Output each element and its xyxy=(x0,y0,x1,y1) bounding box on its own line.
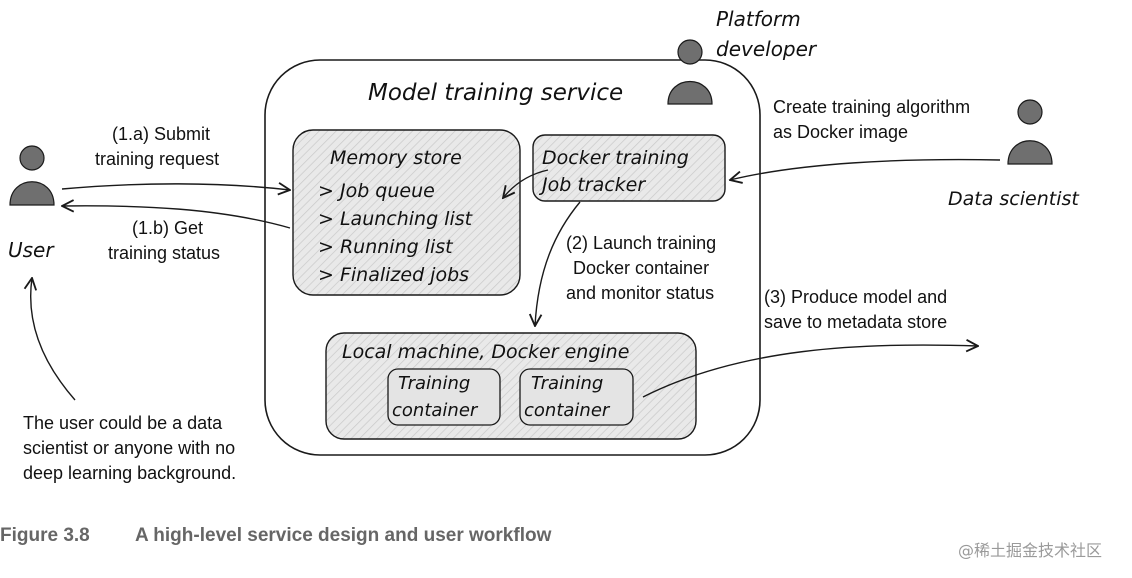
platform-developer-icon xyxy=(667,39,713,105)
note-arrow xyxy=(31,278,76,401)
submit-label-1: (1.a) Submit xyxy=(112,124,210,144)
memory-item-job-queue: > Job queue xyxy=(318,180,435,202)
training-container-1-line-2: container xyxy=(392,400,479,421)
training-container-1 xyxy=(387,368,501,426)
get-status-arrow xyxy=(62,206,291,229)
platform-developer-label: Platform xyxy=(716,7,801,31)
tracker-to-memory-arrow xyxy=(503,169,549,198)
launch-label-2: Docker container xyxy=(573,258,709,278)
user-note-1: The user could be a data xyxy=(23,413,223,433)
user-label: User xyxy=(8,238,55,262)
submit-arrow xyxy=(61,184,290,190)
memory-store-box xyxy=(292,129,521,296)
memory-item-launching-list: > Launching list xyxy=(318,208,474,230)
training-container-2 xyxy=(519,368,634,426)
memory-item-running-list: > Running list xyxy=(318,236,454,258)
data-scientist-icon xyxy=(1007,99,1053,165)
data-scientist-label: Data scientist xyxy=(948,188,1080,210)
watermark: @稀土掘金技术社区 xyxy=(958,541,1102,560)
launch-label-1: (2) Launch training xyxy=(566,233,716,253)
job-tracker-line-1: Docker training xyxy=(542,147,689,169)
get-status-label-2: training status xyxy=(108,243,220,263)
job-tracker-box xyxy=(532,134,726,202)
user-icon xyxy=(9,145,55,206)
figure-caption: A high-level service design and user wor… xyxy=(135,525,552,546)
memory-item-finalized-jobs: > Finalized jobs xyxy=(318,264,469,286)
create-algo-arrow xyxy=(730,158,1001,180)
training-container-1-line-1: Training xyxy=(398,373,470,394)
produce-arrow xyxy=(642,345,978,398)
job-tracker-line-2: Job tracker xyxy=(538,174,646,196)
training-container-2-line-1: Training xyxy=(531,373,603,394)
submit-label-2: training request xyxy=(95,149,219,169)
create-algo-label-2: as Docker image xyxy=(773,122,908,142)
produce-label-1: (3) Produce model and xyxy=(764,287,947,307)
service-boundary xyxy=(264,59,761,456)
create-algo-label-1: Create training algorithm xyxy=(773,97,970,117)
get-status-label-1: (1.b) Get xyxy=(132,218,203,238)
docker-engine-title: Local machine, Docker engine xyxy=(342,341,629,363)
memory-store-title: Memory store xyxy=(330,147,462,169)
launch-arrow xyxy=(535,201,581,326)
user-note-3: deep learning background. xyxy=(23,463,236,483)
training-container-2-line-2: container xyxy=(524,400,611,421)
user-note-2: scientist or anyone with no xyxy=(23,438,235,458)
launch-label-3: and monitor status xyxy=(566,283,714,303)
produce-label-2: save to metadata store xyxy=(764,312,947,332)
figure-number: Figure 3.8 xyxy=(0,525,90,546)
platform-developer-label-2: developer xyxy=(716,37,818,61)
service-title: Model training service xyxy=(368,80,623,106)
